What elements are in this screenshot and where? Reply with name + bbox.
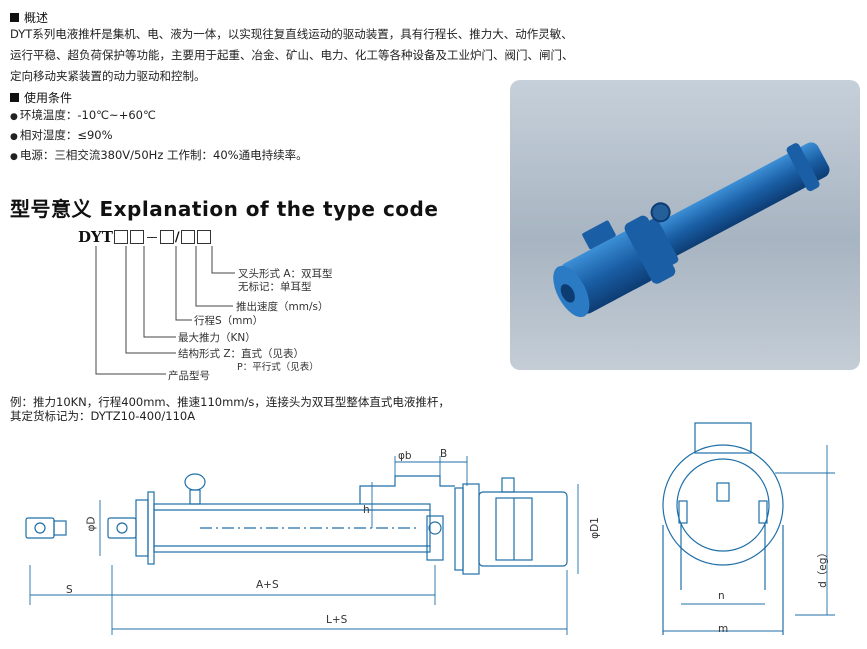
square-bullet-icon xyxy=(10,93,19,102)
label-model: 产品型号 xyxy=(168,370,210,382)
code-box-structure xyxy=(113,230,128,244)
dim-l-s: L+S xyxy=(326,614,348,626)
product-photo xyxy=(510,80,860,370)
dim-b: B xyxy=(440,448,448,460)
code-box-speed xyxy=(180,230,195,244)
code-box-head xyxy=(196,230,211,244)
label-speed: 推出速度（mm/s） xyxy=(236,301,329,313)
code-prefix: DYT xyxy=(78,228,113,246)
code-box-thrust xyxy=(129,230,144,244)
side-view-drawing xyxy=(25,456,579,635)
label-stroke: 行程S（mm） xyxy=(194,315,264,327)
type-code-pattern: DYT / xyxy=(78,228,212,246)
code-dash xyxy=(146,236,157,238)
dim-s: S xyxy=(66,584,73,596)
condition-temperature: 环境温度：-10℃~+60℃ xyxy=(10,107,156,123)
label-structure: 结构形式 Z：直式（见表） xyxy=(178,348,305,360)
dim-h: h xyxy=(363,504,370,516)
type-code-leader-lines xyxy=(95,246,235,375)
dim-phi-d: φD xyxy=(85,516,98,532)
conditions-heading: 使用条件 xyxy=(10,89,72,106)
code-box-stroke xyxy=(159,230,174,244)
example-line-2: 其定货标记为：DYTZ10-400/110A xyxy=(10,409,196,423)
label-structure-2: P：平行式（见表） xyxy=(237,362,319,373)
dim-n: n xyxy=(718,590,725,602)
dim-a-s: A+S xyxy=(256,579,279,591)
square-bullet-icon xyxy=(10,13,19,22)
label-head-form: 叉头形式 A：双耳型 xyxy=(238,268,333,280)
end-view-drawing xyxy=(662,422,835,635)
label-head-form-2: 无标记：单耳型 xyxy=(238,281,312,293)
code-slash: / xyxy=(174,229,180,245)
label-thrust: 最大推力（KN） xyxy=(178,332,256,344)
type-code-title: 型号意义 Explanation of the type code xyxy=(10,197,439,221)
dim-phi-d1: φD1 xyxy=(588,517,601,539)
dim-m: m xyxy=(718,623,729,635)
example-line-1: 例：推力10KN，行程400mm、推速110mm/s，连接头为双耳型整体直式电液… xyxy=(10,395,450,409)
actuator-illustration xyxy=(553,142,830,318)
condition-power: 电源：三相交流380V/50Hz 工作制：40%通电持续率。 xyxy=(10,147,308,163)
dim-d-eg: d（eg） xyxy=(816,547,829,588)
dim-phi-b: φb xyxy=(398,450,412,462)
overview-heading: 概述 xyxy=(10,9,48,26)
overview-paragraph: DYT系列电液推杆是集机、电、液为一体，以实现往复直线运动的驱动装置，具有行程长… xyxy=(10,27,574,83)
condition-humidity: 相对湿度：≤90% xyxy=(10,127,113,143)
